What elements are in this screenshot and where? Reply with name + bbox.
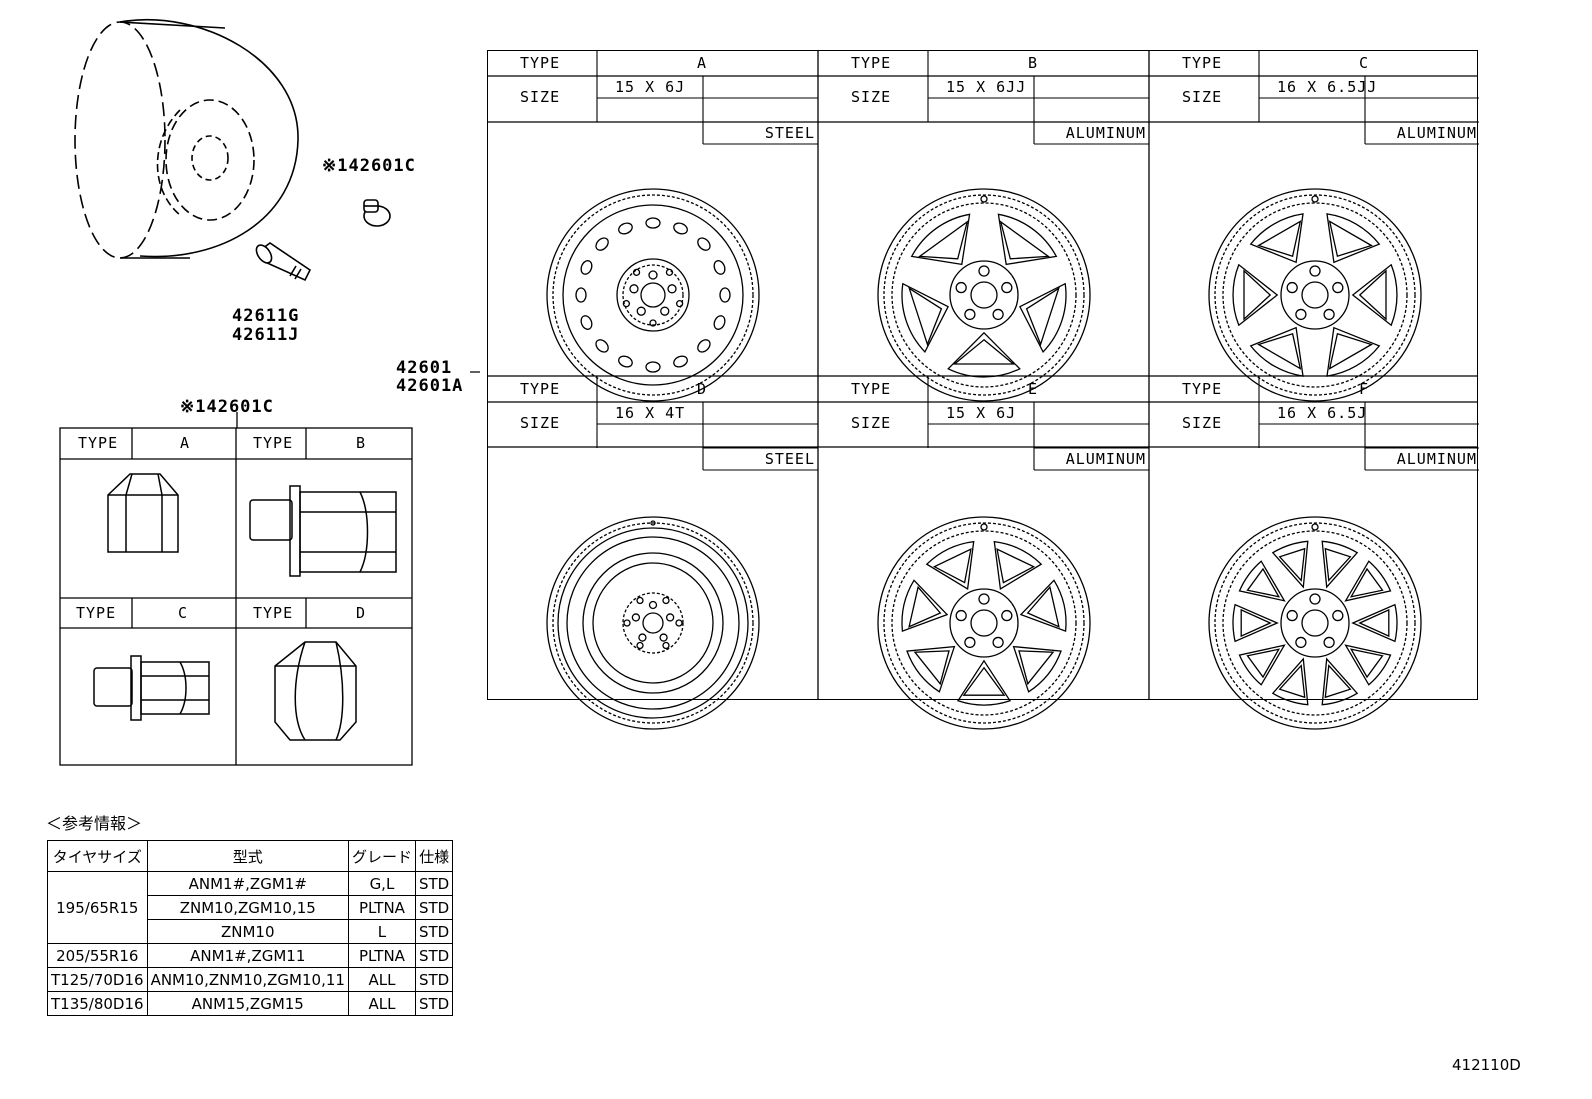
wheel-material-5: ALUMINUM xyxy=(1396,450,1477,468)
wheel-type-0: A xyxy=(697,54,708,72)
wheel-type-label-4: TYPE xyxy=(851,380,892,398)
grade-cell: L xyxy=(347,919,416,944)
model-cell: ANM10,ZNM10,ZGM10,11 xyxy=(146,967,349,992)
wheel-c-icon xyxy=(1208,188,1422,402)
wheel-b-icon xyxy=(877,188,1091,402)
wheel-type-label-5: TYPE xyxy=(1182,380,1223,398)
wheel-type-label-0: TYPE xyxy=(520,54,561,72)
reference-header-2: グレード xyxy=(347,840,416,872)
tire-size-cell: T125/70D16 xyxy=(47,967,148,992)
hub-nut-small-icon xyxy=(363,199,391,227)
wheel-size-label-5: SIZE xyxy=(1182,414,1223,432)
reference-header-3: 仕様 xyxy=(414,840,454,872)
spec-cell: STD xyxy=(414,991,454,1016)
spec-cell: STD xyxy=(414,919,454,944)
nut-type-d: D xyxy=(356,604,367,622)
wheel-f-icon xyxy=(1208,516,1422,730)
model-cell: ZNM10,ZGM10,15 xyxy=(146,895,349,920)
nut-table xyxy=(59,412,413,766)
nut-type-label-a: TYPE xyxy=(78,434,119,452)
wheel-material-4: ALUMINUM xyxy=(1065,450,1146,468)
part-number-wheel-2: 42601A xyxy=(396,376,464,396)
wheel-size-2: 16 X 6.5JJ xyxy=(1277,78,1378,96)
wheel-type-1: B xyxy=(1028,54,1039,72)
part-number-nut-top: ※142601C xyxy=(322,156,416,176)
wheel-a-icon xyxy=(546,188,760,402)
wheel-type-label-2: TYPE xyxy=(1182,54,1223,72)
wheel-material-3: STEEL xyxy=(764,450,815,468)
grade-cell: G,L xyxy=(347,871,416,896)
reference-header-0: タイヤサイズ xyxy=(47,840,148,872)
nut-d-icon xyxy=(274,641,357,741)
wheel-type-2: C xyxy=(1359,54,1370,72)
model-cell: ANM15,ZGM15 xyxy=(146,991,349,1016)
tire-illustration xyxy=(74,18,480,373)
tire-size-cell: 195/65R15 xyxy=(47,871,148,944)
wheel-size-4: 15 X 6J xyxy=(946,404,1017,422)
grade-cell: ALL xyxy=(347,991,416,1016)
part-number-wheel-1: 42601 xyxy=(396,358,453,378)
wheel-size-1: 15 X 6JJ xyxy=(946,78,1027,96)
nut-a-icon xyxy=(107,473,179,553)
wheel-size-5: 16 X 6.5J xyxy=(1277,404,1368,422)
wheel-type-label-3: TYPE xyxy=(520,380,561,398)
wheel-material-1: ALUMINUM xyxy=(1065,124,1146,142)
nut-c-icon xyxy=(93,655,210,721)
nut-b-icon xyxy=(249,485,397,577)
reference-title: ＜参考情報＞ xyxy=(46,814,143,833)
tire-size-cell: T135/80D16 xyxy=(47,991,148,1016)
wheel-size-label-1: SIZE xyxy=(851,88,892,106)
wheel-type-label-1: TYPE xyxy=(851,54,892,72)
spec-cell: STD xyxy=(414,943,454,968)
diagram-code: 412110D xyxy=(1452,1056,1521,1074)
wheel-size-label-2: SIZE xyxy=(1182,88,1223,106)
wheel-size-label-3: SIZE xyxy=(520,414,561,432)
nut-type-c: C xyxy=(178,604,189,622)
model-cell: ANM1#,ZGM1# xyxy=(146,871,349,896)
grade-cell: PLTNA xyxy=(347,895,416,920)
wheel-size-label-0: SIZE xyxy=(520,88,561,106)
wheel-table xyxy=(487,50,1478,700)
nut-type-b: B xyxy=(356,434,367,452)
tire-size-cell: 205/55R16 xyxy=(47,943,148,968)
wheel-size-3: 16 X 4T xyxy=(615,404,686,422)
nut-type-label-b: TYPE xyxy=(253,434,294,452)
wheel-material-0: STEEL xyxy=(764,124,815,142)
model-cell: ZNM10 xyxy=(146,919,349,944)
spec-cell: STD xyxy=(414,967,454,992)
wheel-table-grid xyxy=(487,50,1479,700)
part-number-nut-table: ※142601C xyxy=(180,397,274,417)
reference-header-1: 型式 xyxy=(146,840,349,872)
wheel-e-icon xyxy=(877,516,1091,730)
grade-cell: PLTNA xyxy=(347,943,416,968)
model-cell: ANM1#,ZGM11 xyxy=(146,943,349,968)
wheel-size-label-4: SIZE xyxy=(851,414,892,432)
wheel-size-0: 15 X 6J xyxy=(615,78,686,96)
nut-type-a: A xyxy=(180,434,191,452)
part-number-valve-1: 42611G xyxy=(232,306,300,326)
spec-cell: STD xyxy=(414,871,454,896)
wheel-material-2: ALUMINUM xyxy=(1396,124,1477,142)
nut-type-label-d: TYPE xyxy=(253,604,294,622)
part-number-valve-2: 42611J xyxy=(232,325,300,345)
wheel-d-icon xyxy=(546,516,760,730)
nut-type-label-c: TYPE xyxy=(76,604,117,622)
valve-stem-icon xyxy=(255,242,312,282)
grade-cell: ALL xyxy=(347,967,416,992)
spec-cell: STD xyxy=(414,895,454,920)
